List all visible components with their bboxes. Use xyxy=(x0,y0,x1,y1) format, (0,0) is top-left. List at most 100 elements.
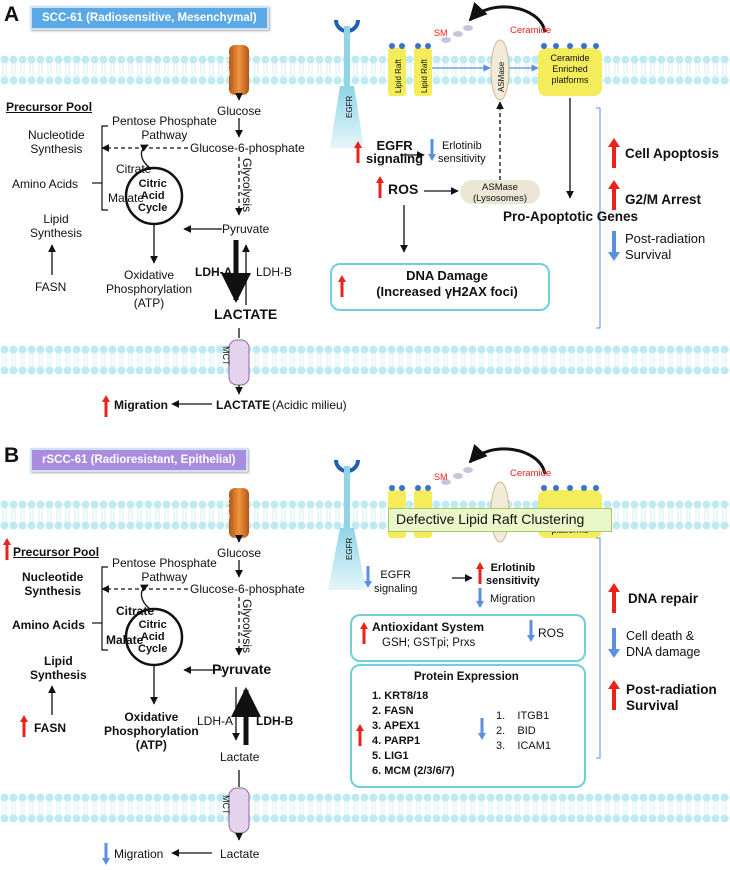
dna-damage-label: DNA Damage (Increased γH2AX foci) xyxy=(376,268,518,299)
ros-label-b: ROS xyxy=(538,626,565,640)
lactate-extracellular: LACTATE xyxy=(216,398,271,412)
panel-a-banner: SCC-61 (Radiosensitive, Mesenchymal) xyxy=(30,6,269,30)
erlotinib-sensitivity-b: Erlotinib sensitivity xyxy=(486,562,540,587)
antioxidant-box xyxy=(350,614,586,662)
dna-damage-box xyxy=(330,263,550,311)
malate-b: Malate xyxy=(106,633,144,647)
protein-up-6: 6. MCM (2/3/6/7) xyxy=(372,765,455,777)
nucleotide-synthesis: Nucleotide Synthesis xyxy=(28,128,85,156)
survival-up-arrow-b xyxy=(608,680,620,710)
asmase-lysosomes-label: ASMase (Lysosomes) xyxy=(472,182,528,204)
antioxidant-items: GSH; GSTpi; Prxs xyxy=(382,637,476,649)
panel-b-banner: rSCC-61 (Radioresistant, Epithelial) xyxy=(30,448,248,472)
mct-label: MCT xyxy=(221,346,231,366)
pyruvate-b: Pyruvate xyxy=(212,661,272,677)
mct-label-b: MCT xyxy=(221,795,231,815)
post-radiation-survival-b: Post-radiation Survival xyxy=(626,682,717,713)
protein-up-3: 3. APEX1 xyxy=(372,720,420,732)
dna-repair: DNA repair xyxy=(628,591,699,606)
precursor-pool-up-arrow xyxy=(3,538,11,560)
lipid-raft-label-1: Lipid Raft xyxy=(394,59,403,93)
protein-down-2: 2. BID xyxy=(496,725,536,737)
oxidative-phosphorylation: Oxidative Phosphorylation (ATP) xyxy=(106,268,193,310)
protein-up-2: 2. FASN xyxy=(372,705,414,717)
protein-up-1: 1. KRT8/18 xyxy=(372,690,429,702)
antioxidant-up-arrow xyxy=(360,622,368,644)
pyruvate: Pyruvate xyxy=(222,222,270,236)
ros-down-arrow-b xyxy=(527,620,535,642)
glut-label: GLUT xyxy=(221,52,231,77)
erlotinib-down-arrow xyxy=(428,139,436,161)
migration-r-label: Migration xyxy=(490,593,536,605)
cell-membrane-bottom xyxy=(0,345,730,375)
egfr-signaling: EGFR signaling xyxy=(366,138,424,166)
lactate-extracellular-b: Lactate xyxy=(220,847,260,861)
migration-up-arrow xyxy=(102,395,110,417)
citric-acid-cycle-b: Citric Acid Cycle xyxy=(138,619,168,655)
defective-lipid-raft-clustering: Defective Lipid Raft Clustering xyxy=(396,511,585,527)
panel-a-letter: A xyxy=(4,3,20,26)
lipid-raft-label-2: Lipid Raft xyxy=(420,59,429,93)
egfr-down-arrow-b xyxy=(364,566,372,588)
lipid-synthesis-b: Lipid Synthesis xyxy=(30,654,87,682)
precursor-pool-label: Precursor Pool xyxy=(6,100,93,114)
cell-membrane-bottom-b xyxy=(0,793,730,823)
post-radiation-survival-a: Post-radiation Survival xyxy=(625,231,706,262)
glut-transporter xyxy=(229,45,249,95)
pentose-phosphate-pathway-b: Pentose Phosphate Pathway xyxy=(112,556,217,584)
glucose-6-phosphate: Glucose-6-phosphate xyxy=(190,141,305,155)
cell-death-dna-damage: Cell death & DNA damage xyxy=(626,629,701,659)
fasn-up-arrow xyxy=(20,715,28,737)
glycolysis-label: Glycolysis xyxy=(240,158,254,213)
nucleotide-synthesis-b: Nucleotide Synthesis xyxy=(22,570,84,598)
erlotinib-sensitivity: Erlotinib sensitivity xyxy=(438,140,486,165)
defective-raft-box xyxy=(388,508,612,532)
ceramide-label: Ceramide xyxy=(510,25,552,36)
pro-apoptotic-genes: Pro-Apoptotic Genes xyxy=(503,209,639,224)
panel-a-diagram xyxy=(48,1,602,408)
sm-label: SM xyxy=(434,28,448,38)
glut-label-b: GLUT xyxy=(221,495,231,520)
erlotinib-up-arrow-b xyxy=(476,562,484,584)
citrate: Citrate xyxy=(116,162,152,176)
glucose: Glucose xyxy=(217,104,262,118)
ldh-b-label: LDH-B xyxy=(256,265,293,279)
survival-down-arrow xyxy=(608,231,620,261)
precursor-pool-label-b: Precursor Pool xyxy=(13,545,100,559)
sm-label-b: SM xyxy=(434,472,448,482)
protein-up-4: 4. PARP1 xyxy=(372,735,421,747)
citrate-b: Citrate xyxy=(116,604,155,618)
lipid-synthesis: Lipid Synthesis xyxy=(30,212,83,240)
g2m-up-arrow xyxy=(608,180,620,210)
ldh-a-label-b: LDH-A xyxy=(197,714,234,728)
ceramide-label-b: Ceramide xyxy=(510,468,552,479)
protein-expression-box xyxy=(350,664,586,788)
ldh-a-label: LDH-A xyxy=(195,265,233,279)
lactate-intracellular-b: Lactate xyxy=(220,750,260,764)
asmase-lysosome xyxy=(460,180,540,204)
g2m-arrest: G2/M Arrest xyxy=(625,192,702,207)
fasn-label: FASN xyxy=(35,280,67,294)
ros-label: ROS xyxy=(388,181,419,197)
acidic-milieu: (Acidic milieu) xyxy=(272,398,347,412)
protein-expression-title: Protein Expression xyxy=(414,671,519,683)
ros-up-arrow xyxy=(376,176,384,198)
migration-down-arrow-b xyxy=(102,843,110,865)
egfr-receptor-label: EGFR xyxy=(345,95,354,118)
fasn-label-b: FASN xyxy=(34,721,67,735)
protein-down-3: 3. ICAM1 xyxy=(496,740,552,752)
protein-down-1: 1. ITGB1 xyxy=(496,710,550,722)
pentose-phosphate-pathway: Pentose Phosphate Pathway xyxy=(112,114,217,142)
migration-label-b: Migration xyxy=(114,847,164,861)
migration-label: Migration xyxy=(114,398,168,412)
dna-repair-up-arrow xyxy=(608,583,620,613)
panel-b-letter: B xyxy=(4,444,20,467)
protein-up-5: 5. LIG1 xyxy=(372,750,409,762)
migration-r-down-arrow xyxy=(476,588,484,608)
lactate-intracellular: LACTATE xyxy=(214,306,278,322)
protein-down-arrow xyxy=(478,718,486,740)
citric-acid-cycle: Citric Acid Cycle xyxy=(138,178,168,214)
malate: Malate xyxy=(108,191,145,205)
ldh-b-label-b: LDH-B xyxy=(256,714,294,728)
ceramide-enriched-platforms: Ceramide Enriched platforms xyxy=(550,53,590,85)
